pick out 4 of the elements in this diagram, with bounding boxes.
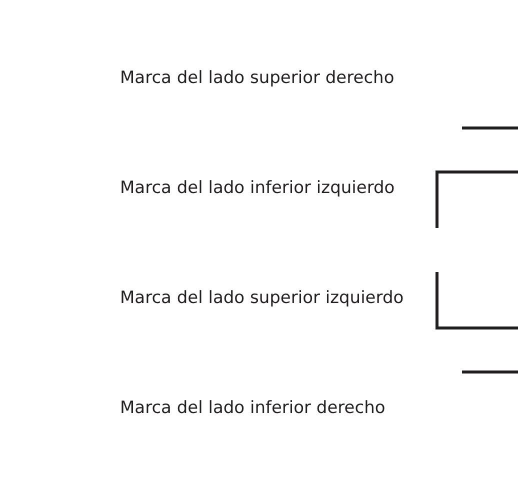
mark-caption: Marca del lado superior izquierdo: [120, 288, 404, 308]
mark-caption: Marca del lado inferior izquierdo: [120, 178, 395, 198]
mark-caption: Marca del lado superior derecho: [120, 68, 394, 88]
mark-caption: Marca del lado inferior derecho: [120, 398, 386, 418]
